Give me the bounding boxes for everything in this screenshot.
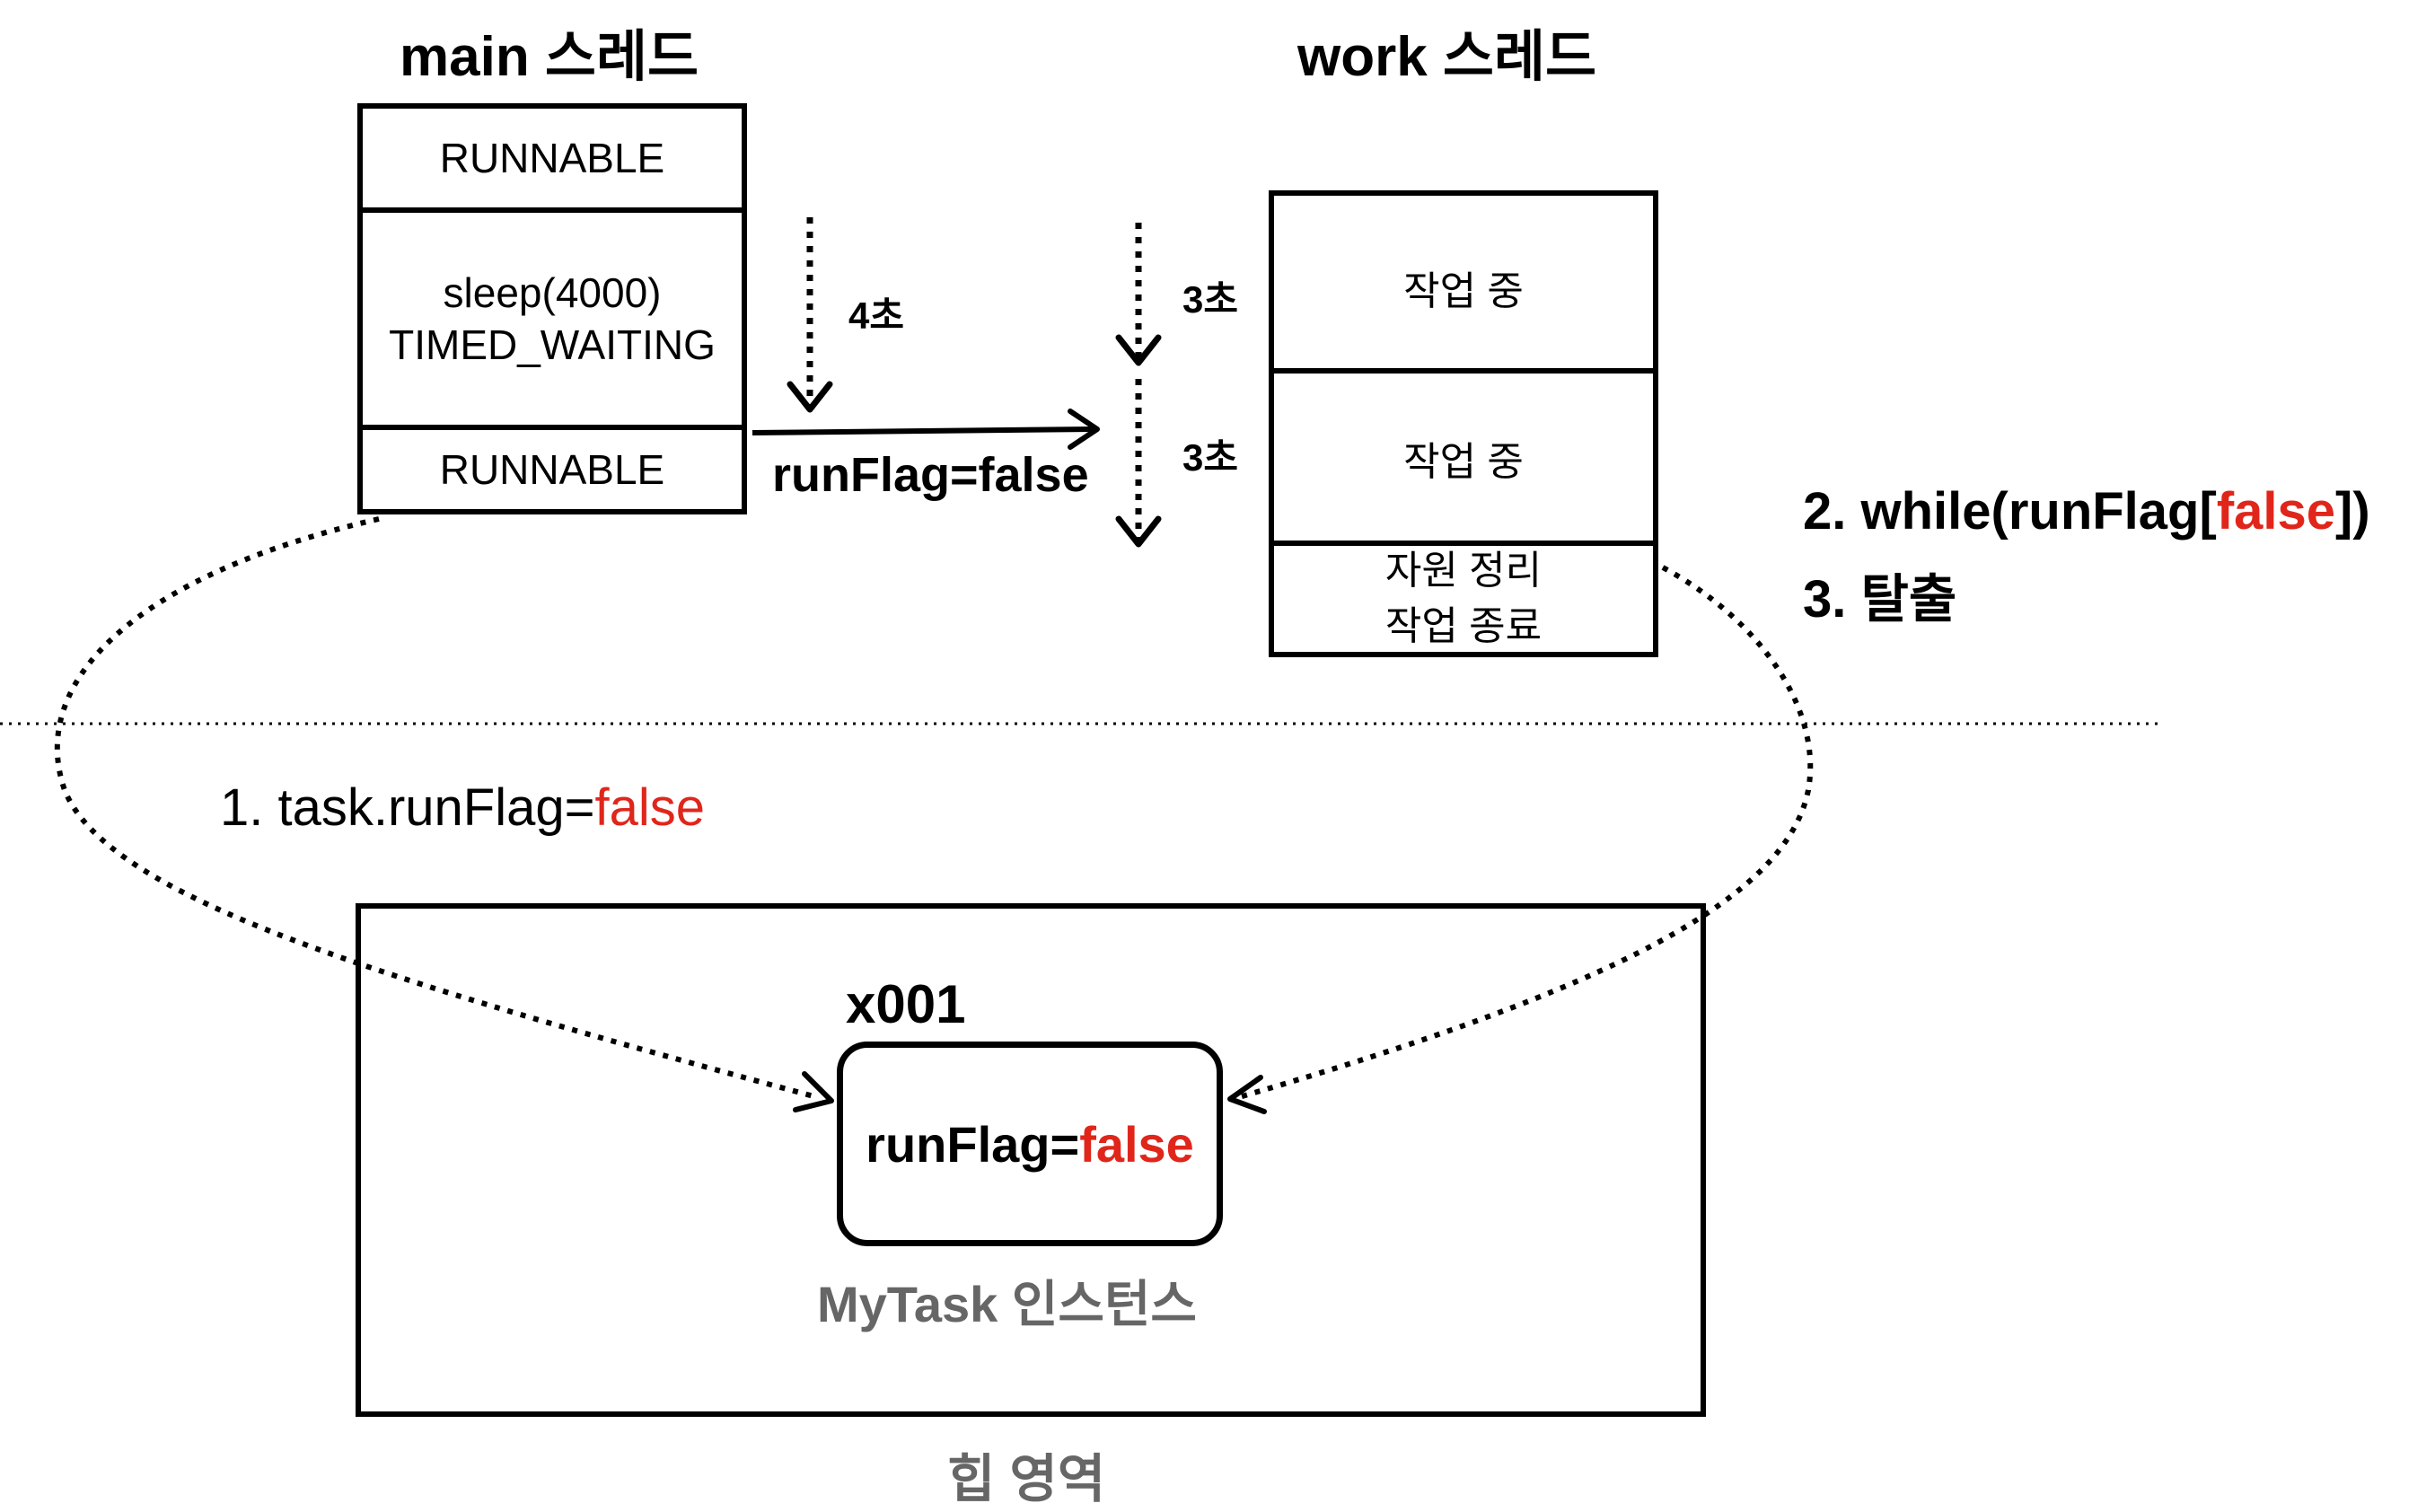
step-1-value: false	[594, 778, 706, 837]
mytask-instance-box: runFlag=false	[837, 1042, 1223, 1246]
instance-label: MyTask 인스턴스	[817, 1276, 1197, 1332]
work-state-cleanup-label: 자원 정리	[1384, 549, 1543, 593]
main-state-sleep-label: sleep(4000)	[443, 269, 662, 316]
work-wait-arrowhead-2	[1115, 515, 1162, 548]
work-wait-arrowhead-1	[1115, 334, 1162, 366]
work-state-label: 작업 중	[1403, 440, 1524, 484]
main-state-runnable-2: RUNNABLE	[363, 425, 742, 509]
main-state-timed-waiting-label: TIMED_WAITING	[389, 321, 716, 368]
work-state-exit-label: 작업 종료	[1384, 604, 1543, 648]
instance-field-value: false	[1079, 1115, 1194, 1173]
main-thread-state-box: RUNNABLE sleep(4000) TIMED_WAITING RUNNA…	[357, 103, 747, 514]
step-2-label: 2. while(runFlag[false])	[1803, 481, 2370, 541]
work-to-instance-arrowhead	[1227, 1075, 1267, 1114]
main-state-runnable-1: RUNNABLE	[363, 109, 742, 207]
work-state-cleanup: 자원 정리 작업 종료	[1274, 541, 1653, 652]
work-state-working-2: 작업 중	[1274, 368, 1653, 541]
main-wait-arrowhead	[787, 381, 833, 413]
step-2-prefix: 2. while(runFlag[	[1803, 482, 2217, 541]
main-wait-duration: 4초	[848, 294, 904, 337]
heap-area-label: 힙 영역	[947, 1450, 1106, 1508]
main-to-instance-arrowhead	[793, 1071, 834, 1112]
signal-label: runFlag=false	[772, 448, 1089, 502]
main-to-instance-arrow	[54, 516, 818, 1100]
step-2-value: false	[2216, 482, 2336, 541]
work-thread-state-box: 작업 중 작업 중 자원 정리 작업 종료	[1269, 190, 1658, 657]
instance-field-name: runFlag=	[866, 1115, 1080, 1173]
main-thread-title: main 스레드	[400, 26, 699, 88]
step-1-label: 1. task.runFlag=false	[220, 778, 705, 838]
step-1-prefix: 1. task.runFlag=	[220, 778, 595, 837]
main-state-timed-waiting: sleep(4000) TIMED_WAITING	[363, 207, 742, 425]
signal-arrowhead	[1068, 409, 1100, 450]
main-state-label: RUNNABLE	[439, 446, 665, 493]
signal-arrow	[752, 426, 1094, 435]
main-state-label: RUNNABLE	[439, 135, 665, 181]
work-state-label: 작업 중	[1403, 269, 1524, 313]
work-to-instance-arrow	[1238, 565, 1814, 1100]
work-wait-duration-1: 3초	[1182, 278, 1238, 321]
heap-area-box	[356, 903, 1706, 1417]
step-2-suffix: ])	[2335, 482, 2370, 541]
instance-field: runFlag=false	[866, 1115, 1194, 1174]
work-wait-duration-2: 3초	[1182, 436, 1238, 479]
step-3-label: 3. 탈출	[1803, 570, 1957, 629]
instance-address: x001	[846, 974, 966, 1034]
work-state-working-1: 작업 중	[1274, 196, 1653, 368]
work-thread-title: work 스레드	[1297, 26, 1597, 88]
